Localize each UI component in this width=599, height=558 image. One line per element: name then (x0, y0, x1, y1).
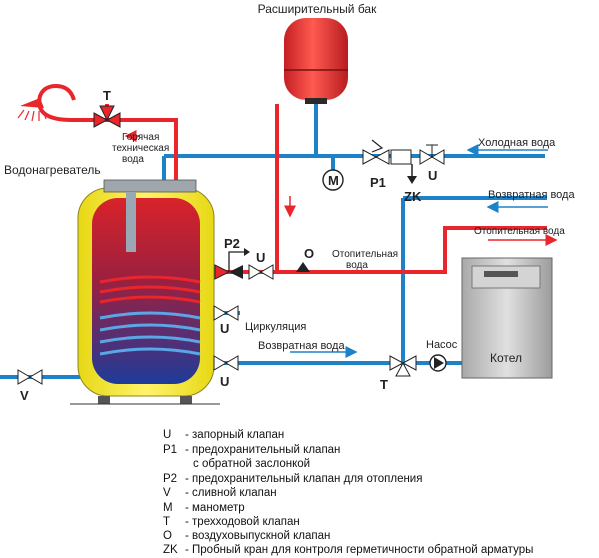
valve-p2 (214, 248, 250, 280)
legend-code-3: P2 (163, 473, 177, 485)
check-valve (390, 149, 412, 165)
mark-p1: P1 (370, 175, 386, 190)
pump (429, 354, 447, 372)
mark-u-circ: U (220, 321, 229, 336)
valve-u-p2 (248, 264, 274, 280)
legend-text-1: - предохранительный клапан (185, 444, 340, 456)
valve-u-cold (419, 144, 445, 165)
hot-water-label-3: вода (122, 154, 144, 165)
pump-label: Насос (426, 339, 458, 351)
boiler-label: Котел (490, 351, 522, 365)
drain-valve (17, 369, 43, 385)
legend-text-3: - предохранительный клапан для отопления (185, 473, 422, 485)
legend-code-4: V (163, 487, 171, 499)
cold-water-label: Холодная вода (478, 137, 556, 149)
legend-code-5: M (163, 502, 173, 514)
mark-o: O (304, 246, 314, 261)
mark-t-bottom: T (380, 377, 388, 392)
heating-water-mid-label-2: вода (346, 260, 368, 271)
water-heater-label: Водонагреватель (4, 163, 101, 177)
legend-code-7: O (163, 530, 172, 542)
shower-head (17, 98, 47, 122)
heating-water-mid-label-1: Отопительная (332, 249, 398, 260)
legend-code-6: T (163, 516, 170, 528)
water-heater (70, 179, 220, 405)
mark-u-cold: U (428, 168, 437, 183)
expansion-tank-label: Расширительный бак (258, 2, 377, 16)
mark-m: M (328, 173, 339, 188)
return-water-bottom-label: Возвратная вода (258, 340, 345, 352)
valve-p1 (362, 139, 390, 165)
expansion-tank (284, 18, 348, 104)
return-water-top-label: Возвратная вода (488, 189, 575, 201)
valve-u-return (213, 355, 239, 371)
valve-u-circulation (213, 305, 239, 321)
hot-water-label-2: техническая (112, 143, 169, 154)
legend-text-2: с обратной заслонкой (193, 458, 310, 470)
mark-u-p2: U (256, 250, 265, 265)
three-way-valve-bottom (389, 355, 417, 377)
heating-water-right-label: Отопительная вода (474, 226, 565, 237)
mark-u-return: U (220, 374, 229, 389)
manometer (322, 169, 344, 191)
legend-text-0: - запорный клапан (185, 429, 284, 441)
mark-p2: P2 (224, 236, 240, 251)
legend-code-1: P1 (163, 444, 177, 456)
legend-text-4: - сливной клапан (185, 487, 277, 499)
three-way-valve-top (93, 105, 121, 128)
legend-text-5: - манометр (185, 502, 245, 514)
test-tap-zk (407, 164, 417, 184)
mark-t-top: T (103, 88, 111, 103)
legend-text-7: - воздуховыпускной клапан (185, 530, 330, 542)
mark-zk: ZK (404, 189, 422, 204)
mark-v: V (20, 388, 29, 403)
legend-code-8: ZK (163, 544, 178, 556)
legend-text-8: - Пробный кран для контроля герметичност… (185, 544, 533, 556)
circulation-label: Циркуляция (245, 321, 306, 333)
legend: U - запорный клапан P1 - предохранительн… (163, 429, 533, 556)
air-vent-valve (296, 262, 310, 272)
legend-text-6: - трехходовой клапан (185, 516, 300, 528)
legend-code-0: U (163, 429, 171, 441)
hot-water-label-1: Горячая (122, 132, 159, 143)
boiler (461, 257, 553, 379)
